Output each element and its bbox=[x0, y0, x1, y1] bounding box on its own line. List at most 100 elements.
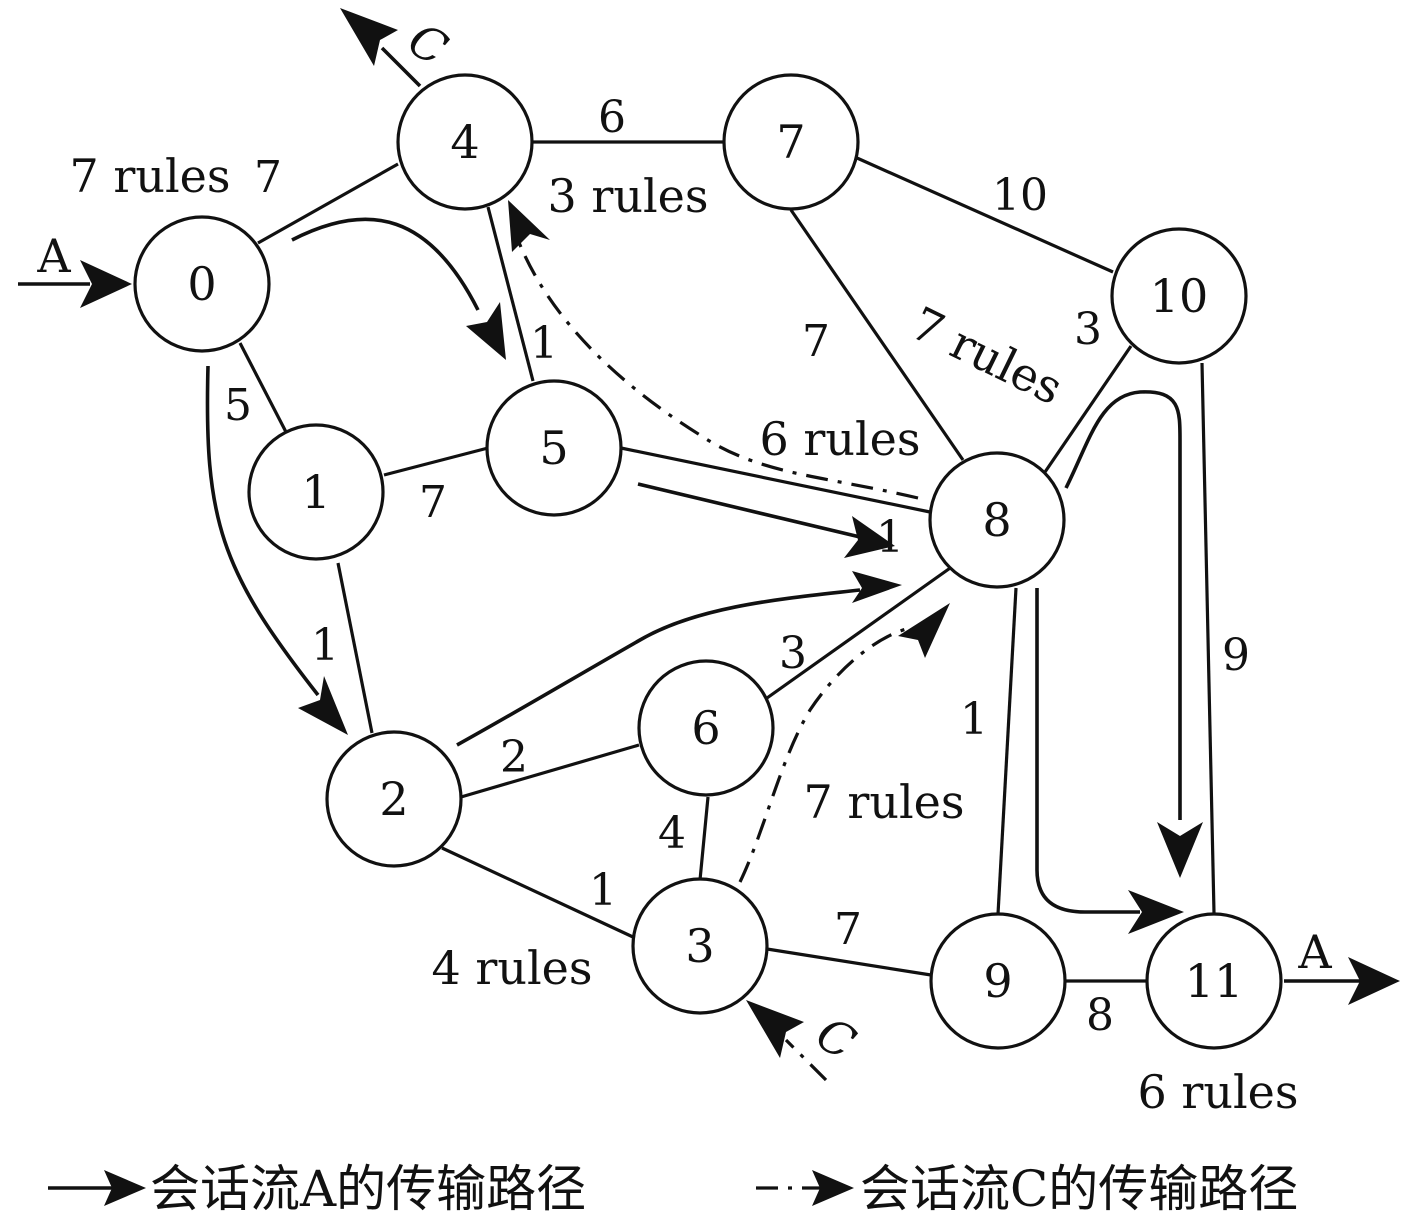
edge-3-9 bbox=[766, 947, 932, 977]
flow-c-top-label: C bbox=[399, 12, 456, 76]
edge-1-2 bbox=[336, 562, 374, 734]
edge-weight-labels: 7 5 7 1 6 1 10 7 1 3 9 2 1 3 4 7 1 8 bbox=[224, 92, 1250, 1041]
weight-3-9: 7 bbox=[834, 904, 862, 955]
legend-c-text: 会话流C的传输路径 bbox=[860, 1160, 1298, 1218]
flow-a-arrowhead-0-2 bbox=[298, 676, 348, 735]
weight-10-11: 9 bbox=[1222, 630, 1250, 681]
node-9: 9 bbox=[929, 912, 1067, 1050]
node-label: 5 bbox=[539, 421, 568, 475]
weight-0-1: 5 bbox=[224, 380, 252, 431]
weight-10-8: 3 bbox=[1074, 304, 1102, 355]
flow-a-path-8-11 bbox=[1035, 588, 1140, 914]
rules-node-0: 7 rules bbox=[69, 149, 230, 203]
rules-node-8-upper: 7 rules bbox=[903, 296, 1071, 415]
flow-a-arrowhead-0-5 bbox=[466, 302, 506, 360]
node-label: 2 bbox=[379, 772, 408, 826]
edge-10-8 bbox=[1043, 345, 1133, 473]
flow-c-arrowhead-8-4 bbox=[508, 200, 550, 252]
flow-c-out-line bbox=[380, 46, 422, 88]
legend: 会话流A的传输路径 会话流C的传输路径 bbox=[48, 1160, 1298, 1218]
flow-a-arrowhead-8-11 bbox=[1128, 890, 1184, 934]
flow-a-arrowhead-2-8 bbox=[852, 571, 902, 603]
graph-nodes: 0 1 2 3 4 5 6 7 bbox=[133, 73, 1283, 1050]
flow-c-arrowhead-3-8 bbox=[898, 603, 950, 658]
edge-10-11 bbox=[1200, 362, 1216, 914]
node-4: 4 bbox=[396, 73, 534, 211]
node-label: 6 bbox=[691, 701, 720, 755]
flow-a-paths bbox=[18, 217, 1400, 1005]
weight-9-11: 8 bbox=[1086, 990, 1114, 1041]
edge-4-5 bbox=[486, 206, 535, 382]
weight-8-9: 1 bbox=[960, 694, 988, 745]
weight-1-2: 1 bbox=[311, 620, 339, 671]
edge-2-6 bbox=[460, 743, 640, 799]
weight-2-3: 1 bbox=[589, 865, 617, 916]
legend-a-text: 会话流A的传输路径 bbox=[150, 1160, 586, 1218]
flow-a-path-0-2 bbox=[205, 365, 320, 697]
weight-2-6: 2 bbox=[500, 732, 528, 783]
node-8: 8 bbox=[928, 451, 1066, 589]
weight-0-4: 7 bbox=[254, 152, 282, 203]
flow-c-bottom-label: C bbox=[807, 1006, 864, 1070]
legend-c-arrowhead bbox=[812, 1170, 854, 1206]
flow-a-in-arrowhead bbox=[80, 260, 132, 308]
node-label: 7 bbox=[776, 115, 805, 169]
node-3: 3 bbox=[631, 877, 769, 1015]
node-6: 6 bbox=[637, 659, 775, 797]
flow-c-out-arrowhead bbox=[340, 8, 398, 66]
edge-8-9 bbox=[996, 587, 1018, 915]
flow-a-path-5-8 bbox=[637, 482, 861, 539]
rules-node-3: 4 rules bbox=[431, 941, 592, 995]
flow-a-path-2-8 bbox=[456, 588, 861, 747]
edge-7-10 bbox=[856, 156, 1114, 274]
flow-a-arrowhead-10-11 bbox=[1157, 822, 1203, 878]
rules-node-8-left: 6 rules bbox=[759, 412, 920, 466]
flow-c-paths bbox=[340, 8, 950, 1082]
weight-6-8: 3 bbox=[779, 628, 807, 679]
edge-6-8 bbox=[766, 564, 954, 700]
edge-0-1 bbox=[238, 342, 288, 433]
flow-a-out-arrowhead bbox=[1348, 957, 1400, 1005]
edge-2-3 bbox=[441, 846, 634, 939]
node-label: 1 bbox=[301, 465, 330, 519]
flow-a-path-0-5 bbox=[291, 217, 480, 311]
node-2: 2 bbox=[325, 730, 463, 868]
edge-0-4 bbox=[257, 162, 399, 245]
weight-5-8: 1 bbox=[876, 512, 904, 563]
flow-a-path-8-10-11 bbox=[1064, 390, 1182, 820]
edge-6-3 bbox=[698, 796, 710, 881]
edge-1-5 bbox=[383, 446, 489, 477]
weight-4-5: 1 bbox=[530, 318, 558, 369]
node-label: 9 bbox=[983, 954, 1012, 1008]
weight-7-10: 10 bbox=[992, 170, 1048, 221]
node-label: 10 bbox=[1150, 269, 1209, 323]
flow-c-in-arrowhead bbox=[746, 1000, 804, 1058]
node-5: 5 bbox=[485, 379, 623, 517]
node-10: 10 bbox=[1110, 227, 1248, 365]
node-11: 11 bbox=[1145, 912, 1283, 1050]
node-label: 8 bbox=[982, 493, 1011, 547]
rules-node-4: 3 rules bbox=[547, 169, 708, 223]
legend-a-arrowhead bbox=[104, 1170, 146, 1206]
weight-6-3: 4 bbox=[658, 808, 686, 859]
rules-node-11: 6 rules bbox=[1137, 1065, 1298, 1119]
weight-7-8: 7 bbox=[802, 316, 830, 367]
edge-5-8 bbox=[620, 446, 931, 514]
flow-c-path-8-4 bbox=[516, 239, 919, 500]
graph-edges bbox=[238, 140, 1216, 983]
flow-a-in-label: A bbox=[36, 229, 71, 283]
flow-c-path-3-8 bbox=[738, 626, 911, 883]
weight-4-7: 6 bbox=[598, 92, 626, 143]
node-label: 4 bbox=[450, 115, 479, 169]
weight-1-5: 7 bbox=[419, 477, 447, 528]
flow-c-in-line bbox=[784, 1038, 828, 1082]
node-label: 11 bbox=[1185, 954, 1244, 1008]
edge-7-8 bbox=[789, 209, 965, 461]
rules-node-3-diag: 7 rules bbox=[803, 775, 964, 829]
node-0: 0 bbox=[133, 215, 271, 353]
flow-a-out-label: A bbox=[1297, 925, 1332, 979]
node-label: 3 bbox=[685, 919, 714, 973]
flow-a-arrowhead-5-8 bbox=[844, 516, 895, 558]
node-label: 0 bbox=[187, 257, 216, 311]
